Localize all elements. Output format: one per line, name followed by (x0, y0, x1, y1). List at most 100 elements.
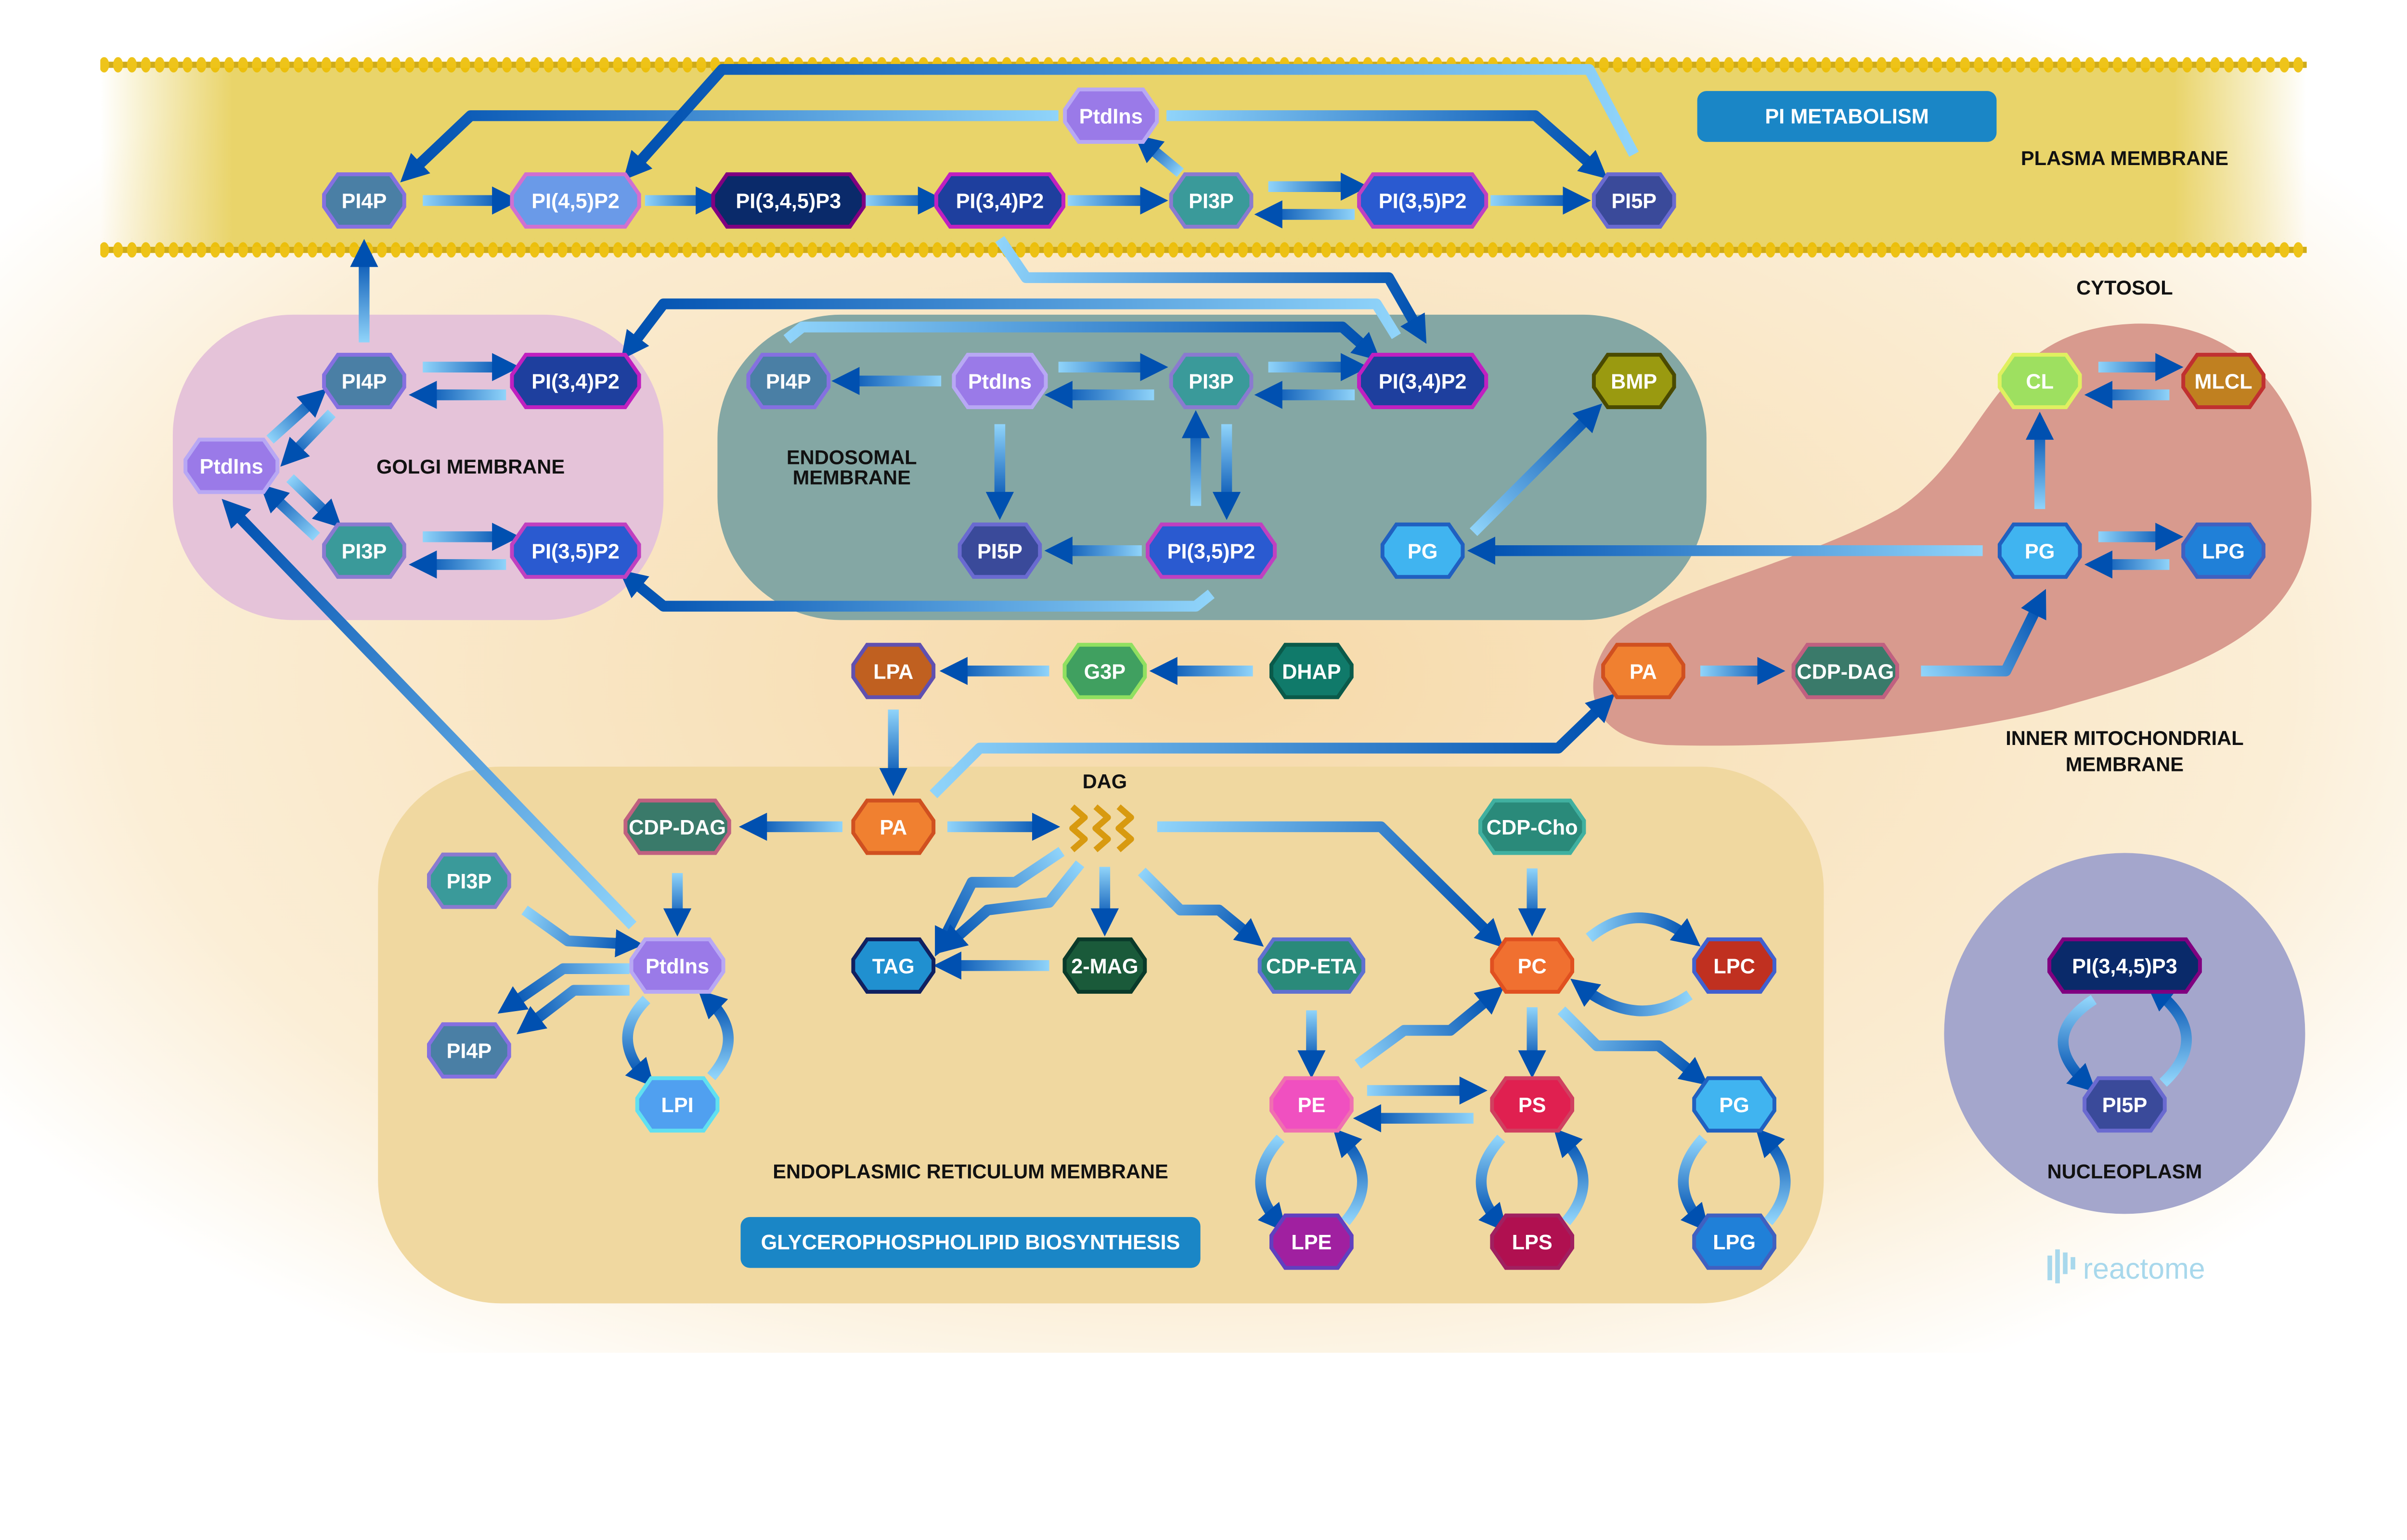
reaction-arrow[interactable] (619, 569, 1215, 612)
reaction-arrow[interactable] (930, 693, 1615, 798)
molecule-lps[interactable]: LPS (1490, 1213, 1575, 1270)
molecule-cdp-cho[interactable]: CDP-Cho (1478, 798, 1586, 855)
molecule-shape (1269, 1076, 1354, 1133)
molecule-pi-3-4-5-p3[interactable]: PI(3,4,5)P3 (2047, 937, 2202, 994)
reaction-arrow[interactable] (1586, 912, 1701, 947)
molecule-label: PtdIns (200, 455, 263, 478)
reaction-arrow[interactable] (621, 298, 1401, 360)
molecule-shape (952, 353, 1048, 410)
molecule-lpg[interactable]: LPG (2181, 522, 2265, 579)
molecule-pi4p[interactable]: PI4P (746, 353, 831, 410)
molecule-pi-3-4-p2[interactable]: PI(3,4)P2 (1357, 353, 1488, 410)
reaction-arrow[interactable] (1333, 1128, 1368, 1225)
molecule-shape (1269, 1213, 1354, 1270)
molecule-label: PI(4,5)P2 (531, 190, 620, 213)
reaction-arrow[interactable] (1138, 867, 1264, 947)
glycerophospholipid-biosynthesis-button[interactable]: GLYCEROPHOSPHOLIPID BIOSYNTHESIS (740, 1217, 1201, 1268)
molecule-pe[interactable]: PE (1269, 1076, 1354, 1133)
molecule-bmp[interactable]: BMP (1592, 353, 1676, 410)
molecule-pi-3-4-p2[interactable]: PI(3,4)P2 (934, 172, 1065, 229)
reaction-arrow[interactable] (259, 484, 320, 541)
reaction-arrow[interactable] (698, 989, 734, 1080)
molecule-pi5p[interactable]: PI5P (958, 522, 1042, 579)
reaction-arrow[interactable] (1557, 1006, 1708, 1086)
molecule-pi-4-5-p2[interactable]: PI(4,5)P2 (510, 172, 641, 229)
reaction-arrow[interactable] (1755, 1128, 1791, 1225)
molecule-pi3p[interactable]: PI3P (427, 852, 511, 909)
molecule-pg[interactable]: PG (1380, 522, 1465, 579)
reaction-arrow[interactable] (1354, 986, 1505, 1069)
molecule-pi-3-5-p2[interactable]: PI(3,5)P2 (510, 522, 641, 579)
molecule-ptdins[interactable]: PtdIns (183, 437, 280, 494)
molecule-lpa[interactable]: LPA (851, 642, 936, 699)
molecule-pa[interactable]: PA (1601, 642, 1685, 699)
molecule-ptdins[interactable]: PtdIns (1063, 87, 1159, 144)
reaction-arrow[interactable] (2058, 995, 2097, 1092)
molecule-pc[interactable]: PC (1490, 937, 1575, 994)
reaction-arrow[interactable] (1134, 134, 1184, 177)
reaction-arrow[interactable] (400, 110, 1059, 183)
molecule-cdp-dag[interactable]: CDP-DAG (623, 798, 731, 855)
reaction-arrow[interactable] (1921, 589, 2046, 677)
reaction-arrow[interactable] (1553, 1128, 1589, 1225)
molecule-pi-3-5-p2[interactable]: PI(3,5)P2 (1357, 172, 1488, 229)
reaction-arrow[interactable] (995, 236, 1427, 344)
molecule-label: PE (1298, 1094, 1326, 1117)
molecule-label: PI(3,5)P2 (1379, 190, 1467, 213)
reaction-arrow[interactable] (517, 985, 630, 1035)
molecule-pi-3-4-p2[interactable]: PI(3,4)P2 (510, 353, 641, 410)
reaction-arrow[interactable] (521, 905, 644, 958)
molecule-lpc[interactable]: LPC (1692, 937, 1776, 994)
molecule-ptdins[interactable]: PtdIns (952, 353, 1048, 410)
reaction-arrow[interactable] (1157, 821, 1504, 948)
molecule-g3p[interactable]: G3P (1062, 642, 1147, 699)
molecule-lpe[interactable]: LPE (1269, 1213, 1354, 1270)
molecule-dhap[interactable]: DHAP (1269, 642, 1354, 699)
molecule-pi-3-5-p2[interactable]: PI(3,5)P2 (1145, 522, 1277, 579)
molecule-cl[interactable]: CL (1997, 353, 2082, 410)
reaction-arrow[interactable] (280, 410, 336, 467)
reaction-arrow[interactable] (266, 388, 327, 444)
molecule-2-mag[interactable]: 2-MAG (1062, 937, 1147, 994)
molecule-pi3p[interactable]: PI3P (1169, 172, 1254, 229)
molecule-pg[interactable]: PG (1997, 522, 2082, 579)
molecule-label: PG (1408, 540, 1438, 563)
molecule-shape (635, 1076, 720, 1133)
molecule-pi5p[interactable]: PI5P (2083, 1076, 2167, 1133)
molecule-pi3p[interactable]: PI3P (1169, 353, 1254, 410)
molecule-cdp-eta[interactable]: CDP-ETA (1257, 937, 1366, 994)
molecule-lpi[interactable]: LPI (635, 1076, 720, 1133)
reaction-arrow[interactable] (2146, 983, 2192, 1087)
molecule-pi3p[interactable]: PI3P (322, 522, 406, 579)
molecule-pi4p[interactable]: PI4P (322, 172, 406, 229)
reaction-arrow[interactable] (1469, 403, 1603, 536)
molecule-ps[interactable]: PS (1490, 1076, 1575, 1133)
reaction-arrow[interactable] (1166, 110, 1608, 179)
molecule-pi4p[interactable]: PI4P (427, 1022, 511, 1079)
molecule-pi5p[interactable]: PI5P (1592, 172, 1676, 229)
molecule-ptdins[interactable]: PtdIns (629, 937, 725, 994)
reaction-arrow[interactable] (783, 321, 1381, 361)
pi-metabolism-button[interactable]: PI METABOLISM (1697, 91, 1997, 142)
reaction-arrow[interactable] (1678, 1134, 1709, 1232)
reaction-arrow[interactable] (221, 499, 637, 929)
reaction-arrow[interactable] (622, 995, 655, 1088)
molecule-mlcl[interactable]: MLCL (2181, 353, 2265, 410)
molecule-pi4p[interactable]: PI4P (322, 353, 406, 410)
reaction-arrow[interactable] (1570, 978, 1693, 1016)
molecule-label: LPA (873, 660, 913, 683)
reaction-arrow[interactable] (935, 847, 1065, 957)
molecule-tag[interactable]: TAG (851, 937, 936, 994)
molecule-pg[interactable]: PG (1692, 1076, 1776, 1133)
molecule-pi-3-4-5-p3[interactable]: PI(3,4,5)P3 (711, 172, 866, 229)
molecule-cdp-dag[interactable]: CDP-DAG (1791, 642, 1900, 699)
reaction-arrow[interactable] (286, 474, 342, 528)
reaction-arrow[interactable] (623, 64, 1639, 180)
reaction-arrow[interactable] (1255, 1134, 1287, 1232)
reaction-arrow[interactable] (1475, 1134, 1508, 1232)
reaction-arrow[interactable] (497, 963, 630, 1014)
molecule-lpg[interactable]: LPG (1692, 1213, 1776, 1270)
molecule-pa[interactable]: PA (851, 798, 936, 855)
reaction-arrow[interactable] (938, 860, 1085, 953)
dag-node[interactable]: DAG (1069, 770, 1134, 852)
